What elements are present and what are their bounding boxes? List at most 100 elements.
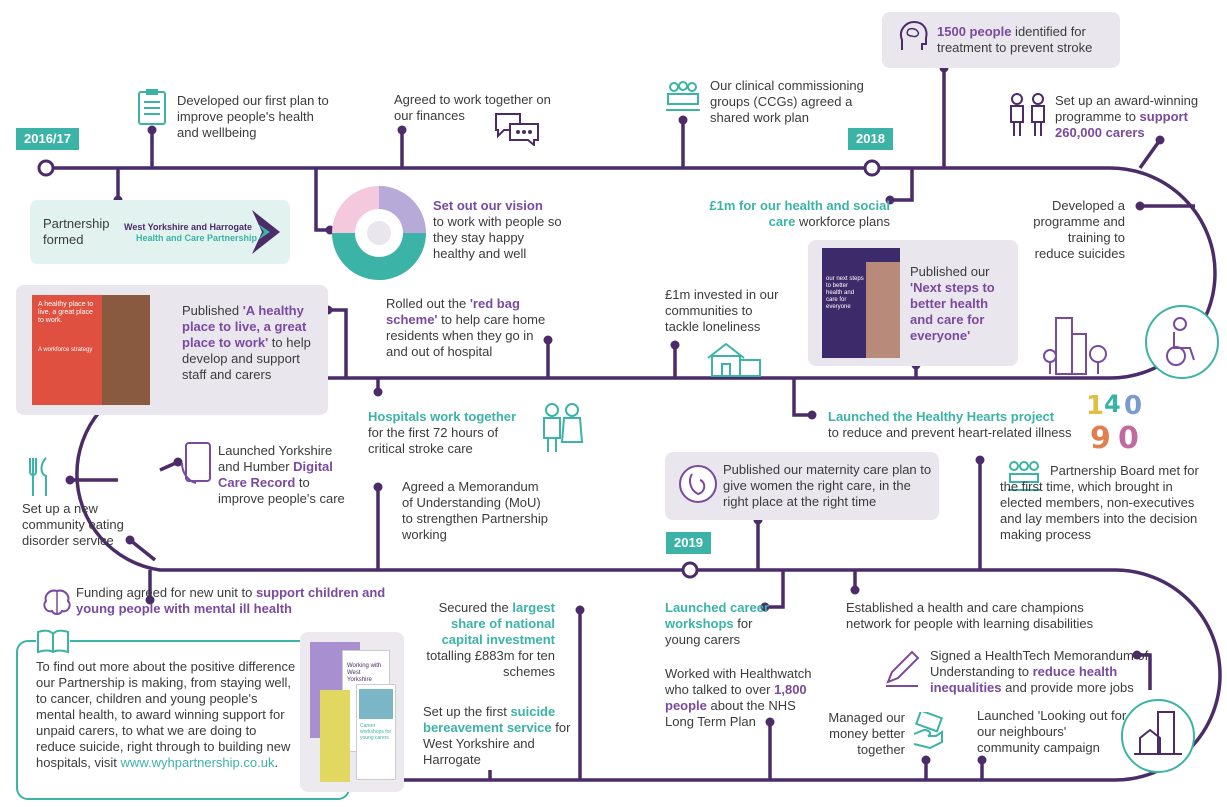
bereavement-highlight: suicide bereavement service xyxy=(423,704,556,735)
red-bag-highlight: 'red bag scheme' xyxy=(386,296,520,327)
suicide-programme-text: Developed a programme and training to re… xyxy=(1033,198,1125,261)
tablet-hand-icon xyxy=(181,442,211,484)
svg-text:1: 1 xyxy=(1086,391,1104,421)
svg-text:9: 9 xyxy=(1090,421,1111,452)
cutlery-icon xyxy=(29,457,47,496)
svg-text:0: 0 xyxy=(1118,421,1139,452)
leaflet-cover-4: Career workshops for young carers xyxy=(356,684,396,780)
published-highlight: 'A healthy place to live, a great place … xyxy=(182,303,307,350)
next-steps-cover-photo xyxy=(866,262,900,358)
leaflet-cover-3 xyxy=(320,690,350,782)
healthtech-text: Signed a HealthTech Memorandum of Unders… xyxy=(930,648,1155,696)
neighbours-text: Launched 'Looking out for our neighbours… xyxy=(977,708,1127,755)
ccgs-text: Our clinical commissioning groups (CCGs)… xyxy=(710,78,864,125)
capital-rest: totalling £883m for ten schemes xyxy=(426,648,555,679)
brain-head-icon xyxy=(900,20,928,50)
dcr-highlight: Digital Care Record xyxy=(218,459,333,490)
info-text: To find out more about the positive diff… xyxy=(36,659,296,771)
published-prefix: Published xyxy=(182,303,243,318)
stroke-highlight: 1500 people xyxy=(937,24,1012,39)
healthwatch-prefix: Worked with Healthwatch who talked to ov… xyxy=(665,666,812,697)
capital-text: Secured the largest share of national ca… xyxy=(420,600,555,680)
year-label-2016: 2016/17 xyxy=(16,128,79,150)
dcr-rest: to improve people's care xyxy=(218,475,345,506)
partnership-logo-icon xyxy=(252,210,280,254)
hospitals-highlight: Hospitals work together xyxy=(368,409,517,424)
capital-highlight: largest share of national capital invest… xyxy=(441,600,555,647)
career-workshops-highlight: Launched career workshops xyxy=(665,600,770,631)
next-steps-text: Published our 'Next steps to better heal… xyxy=(910,264,1010,344)
champions-text: Established a health and care champions … xyxy=(846,600,1094,631)
hospitals-rest: for the first 72 hours of critical strok… xyxy=(368,425,499,456)
leaflet-4-photo xyxy=(359,689,393,719)
healthtech-prefix: Signed a HealthTech Memorandum of Unders… xyxy=(930,648,1149,679)
info-body: To find out more about the positive diff… xyxy=(36,659,296,770)
money-icon xyxy=(913,712,944,750)
bereavement-text: Set up the first suicide bereavement ser… xyxy=(423,704,573,768)
next-steps-prefix: Published our xyxy=(910,264,990,279)
partnership-formed-text: Partnership formed xyxy=(43,216,110,247)
maternity-text: Published our maternity care plan to giv… xyxy=(723,462,932,509)
funding-highlight: support children and young people with m… xyxy=(76,585,386,616)
workforce-text: £1m for our health and social care workf… xyxy=(700,198,890,230)
red-bag-prefix: Rolled out the xyxy=(386,296,470,311)
svg-text:0: 0 xyxy=(1124,391,1142,421)
city-trees-icon xyxy=(1043,317,1107,375)
vision-rest: to work with people so they stay happy h… xyxy=(433,214,562,261)
healthwatch-highlight: 1,800 people xyxy=(665,682,807,713)
homes-icon xyxy=(1121,699,1195,773)
vision-highlight: Set out our vision xyxy=(433,198,543,213)
bereavement-prefix: Set up the first xyxy=(423,704,511,719)
capital-prefix: Secured the xyxy=(438,600,513,615)
career-workshops-text: Launched career workshops for young care… xyxy=(665,600,770,648)
partnership-board-text: Partnership Board met for the first time… xyxy=(1000,463,1199,542)
year-label-2018: 2018 xyxy=(848,128,893,150)
healthy-hearts-highlight: Launched the Healthy Hearts project xyxy=(828,409,1055,424)
stroke-rest: identified for treatment to prevent stro… xyxy=(937,24,1093,55)
logo-line1: West Yorkshire and Harrogate xyxy=(124,222,253,232)
book-icon xyxy=(36,628,70,654)
money-text: Managed our money better together xyxy=(828,710,905,757)
carers-text: Set up an award-winning programme to sup… xyxy=(1055,93,1210,141)
carers-highlight: support 260,000 carers xyxy=(1055,109,1188,140)
mou-text: Agreed a Memorandum of Understanding (Mo… xyxy=(402,479,548,542)
loneliness-text: £1m invested in our communities to tackl… xyxy=(665,287,779,334)
year-label-2019: 2019 xyxy=(666,532,711,554)
healthwatch-text: Worked with Healthwatch who talked to ov… xyxy=(665,666,825,730)
digital-care-record-text: Launched Yorkshire and Humber Digital Ca… xyxy=(218,443,353,507)
svg-text:4: 4 xyxy=(1104,390,1121,418)
dcr-prefix: Launched Yorkshire and Humber xyxy=(218,443,333,474)
published-text: Published 'A healthy place to live, a gr… xyxy=(182,303,317,383)
workforce-rest: workforce plans xyxy=(795,214,890,229)
leaflet-4-title: Career workshops for young carers xyxy=(360,723,392,741)
cover-photo xyxy=(102,295,150,405)
red-bag-rest: to help care home residents when they go… xyxy=(386,312,546,359)
finances-text: Agreed to work together on our finances xyxy=(394,92,551,123)
leaflet-2-title: Working with West Yorkshire xyxy=(347,663,382,683)
workforce-highlight: £1m for our health and social care xyxy=(709,198,890,229)
board-meeting-icon xyxy=(1008,461,1040,491)
next-steps-cover: our next steps to better health and care… xyxy=(822,248,900,358)
vision-wheel-icon xyxy=(332,186,426,280)
career-workshops-rest: for young carers xyxy=(665,616,753,647)
house-icon xyxy=(707,342,761,377)
carers-people-icon xyxy=(1010,93,1045,136)
nurses-icon xyxy=(543,403,584,452)
cover-subtitle: A workforce strategy xyxy=(38,347,93,353)
info-link[interactable]: www.wyhpartnership.co.uk xyxy=(120,755,275,770)
stroke-box xyxy=(882,12,1120,68)
stroke-text: 1500 people identified for treatment to … xyxy=(937,24,1112,56)
next-steps-cover-title: our next steps to better health and care… xyxy=(826,276,864,310)
wheelchair-icon xyxy=(1145,305,1219,379)
carers-prefix: Set up an award-winning programme to xyxy=(1055,93,1199,124)
partnership-box xyxy=(30,200,290,264)
bereavement-rest: for West Yorkshire and Harrogate xyxy=(423,720,571,767)
healthtech-highlight: reduce health inequalities xyxy=(930,664,1118,695)
healthtech-rest: and provide more jobs xyxy=(1001,680,1134,695)
first-plan-text: Developed our first plan to improve peop… xyxy=(177,93,329,140)
funding-text: Funding agreed for new unit to support c… xyxy=(76,585,396,617)
